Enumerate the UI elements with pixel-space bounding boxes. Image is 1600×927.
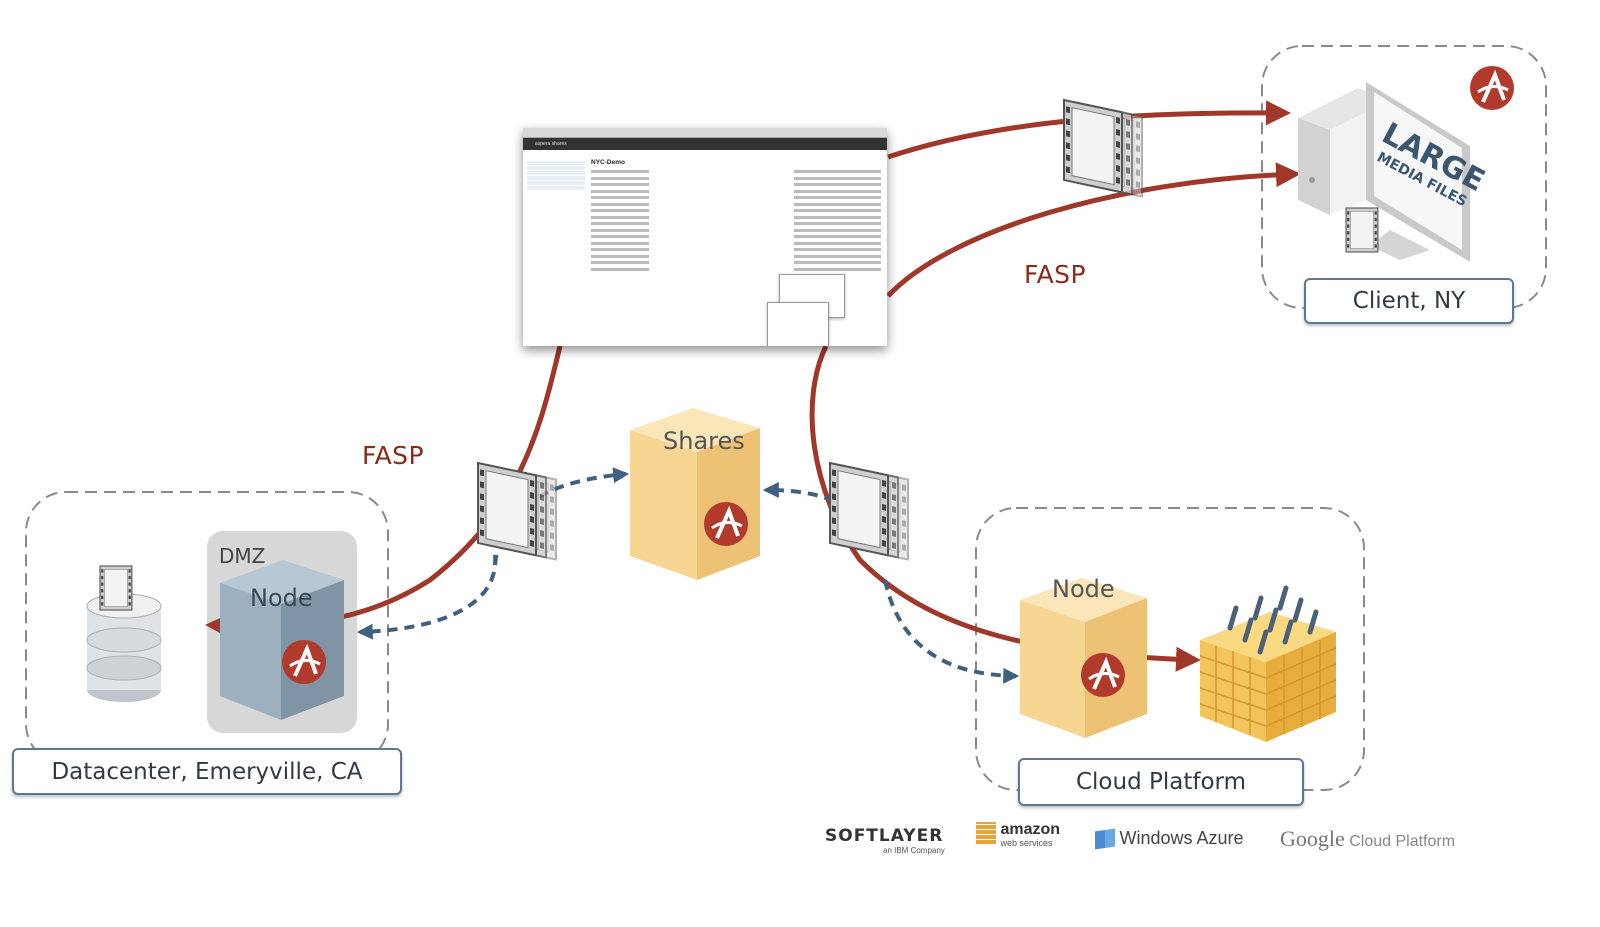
windows-icon — [1095, 828, 1115, 849]
aspera-logo-icon — [1468, 64, 1516, 112]
google-cloud-logo: Google Cloud Platform — [1280, 826, 1456, 851]
shares-node-cube — [630, 408, 760, 580]
fasp-arrow-to-client-lower — [886, 162, 1301, 298]
client-label: Client, NY — [1304, 278, 1514, 324]
screenshot-page-title: NYC-Demo — [591, 159, 625, 166]
datacenter-label: Datacenter, Emeryville, CA — [12, 748, 402, 795]
fasp-label: FASP — [362, 441, 425, 470]
softlayer-logo: SOFTLAYER an IBM Company — [825, 826, 945, 855]
storage-grid-icon — [1199, 585, 1337, 742]
database-icon — [86, 565, 162, 702]
dmz-node-cube — [220, 560, 344, 720]
film-strip-icon — [828, 461, 910, 561]
dmz-label: DMZ — [219, 544, 266, 568]
cloud-node-cube — [1020, 578, 1147, 738]
cloud-node-label: Node — [1052, 575, 1115, 603]
browser-chrome — [523, 128, 887, 138]
cloud-platform-label: Cloud Platform — [1018, 758, 1304, 806]
amazon-logo: amazon web services — [976, 822, 1060, 848]
screenshot-popup — [767, 302, 829, 346]
datacenter-zone — [25, 491, 389, 765]
aspera-logo-icon — [280, 638, 328, 686]
app-header: aspera shares — [523, 138, 887, 150]
screenshot-sidebar — [527, 160, 585, 191]
shares-label: Shares — [663, 427, 745, 455]
film-strip-icon — [1062, 98, 1144, 198]
windows-azure-logo: Windows Azure — [1095, 828, 1244, 849]
aspera-logo-icon — [702, 500, 750, 548]
dashed-arrow-to-dmz-node — [356, 554, 498, 640]
computer-icon: LARGE MEDIA FILES — [1298, 82, 1490, 262]
fasp-label: FASP — [1024, 260, 1087, 289]
dashed-arrow-to-cloud-node — [883, 579, 1020, 684]
film-strip-icon — [476, 461, 558, 561]
aspera-logo-icon — [1079, 651, 1127, 699]
aspera-shares-screenshot: aspera shares NYC-Demo — [523, 128, 887, 346]
dmz-node-label: Node — [250, 584, 313, 612]
screenshot-main: NYC-Demo — [591, 159, 881, 274]
